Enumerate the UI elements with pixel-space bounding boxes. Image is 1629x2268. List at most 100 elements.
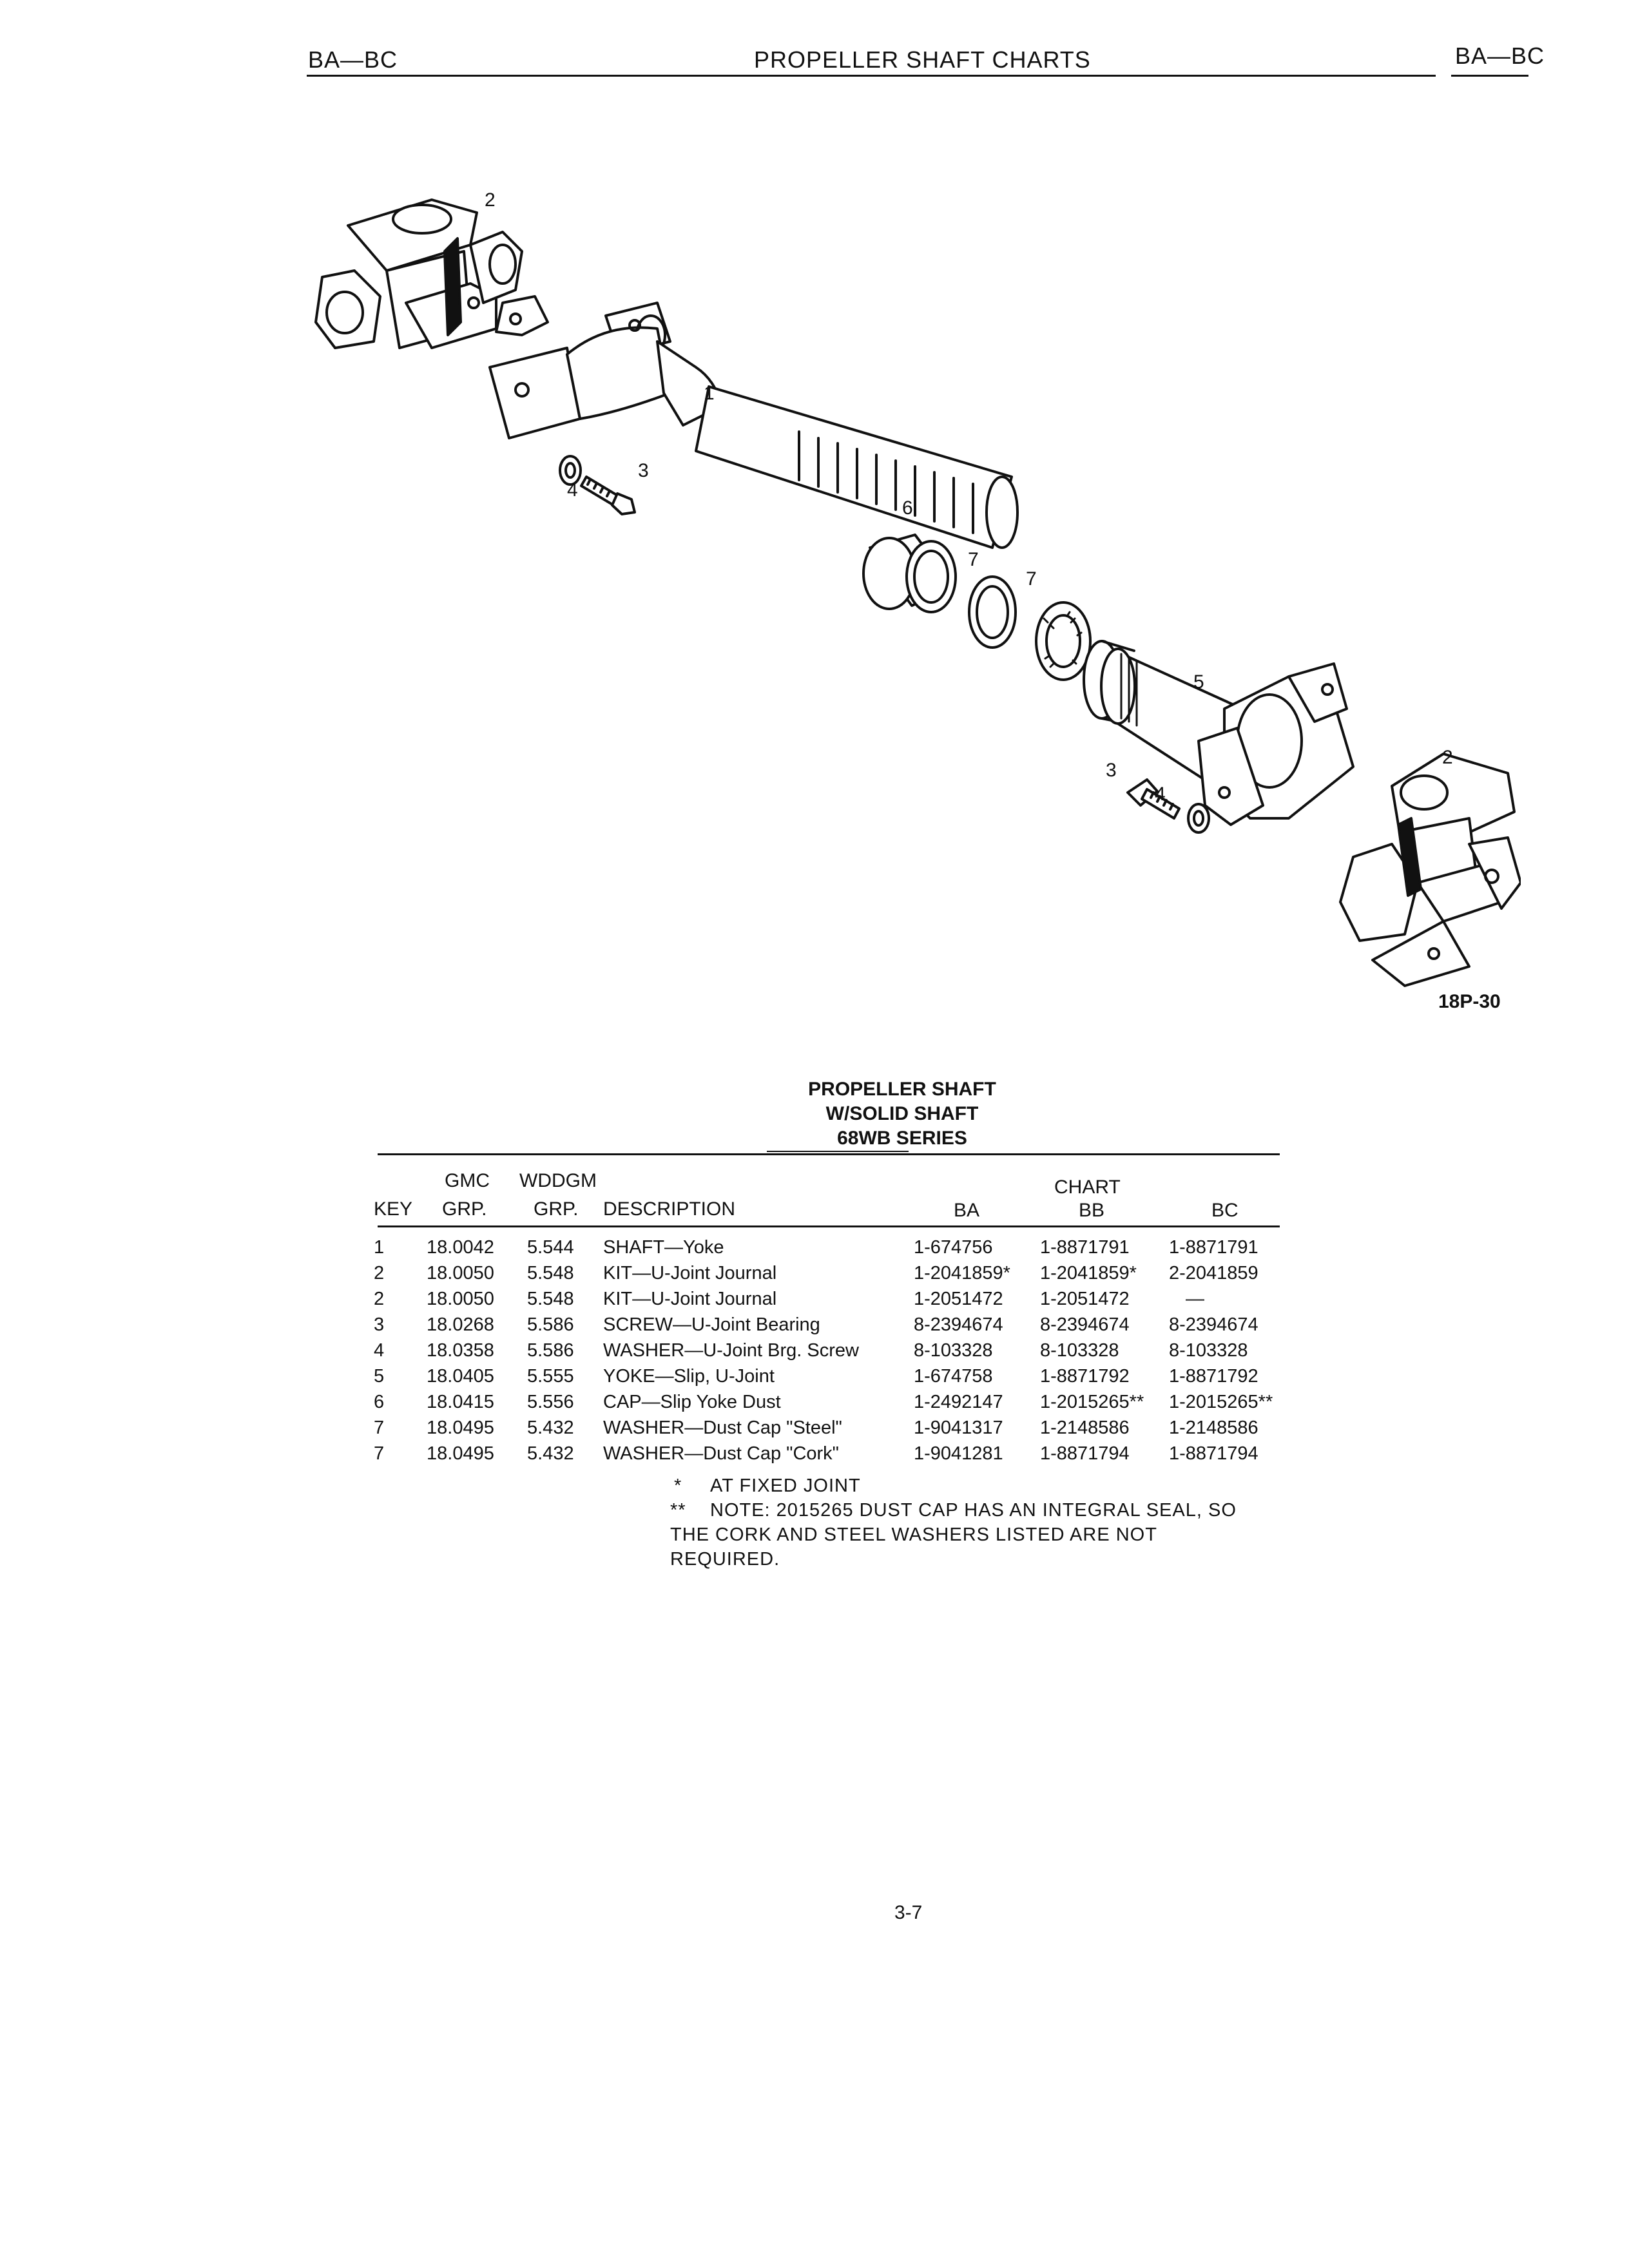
title-underline <box>767 1151 909 1152</box>
cell-bc: — <box>1186 1289 1204 1309</box>
propeller-shaft-exploded-diagram: 2 1 3 4 6 7 7 5 3 4 2 <box>314 189 1521 987</box>
table-row: 2 18.0050 5.548 KIT—U-Joint Journal 1-20… <box>0 1289 1629 1314</box>
header-rule-right <box>1451 75 1528 77</box>
callout-4-lower: 4 <box>1155 783 1166 805</box>
note-fixed-joint: AT FIXED JOINT <box>710 1475 861 1496</box>
cell-gmc-grp: 18.0495 <box>427 1443 494 1464</box>
table-header-rule <box>378 1225 1280 1227</box>
cell-description: SCREW—U-Joint Bearing <box>603 1314 820 1335</box>
cell-bb: 8-103328 <box>1040 1340 1119 1361</box>
cell-gmc-grp: 18.0415 <box>427 1392 494 1412</box>
cell-bb: 1-2041859* <box>1040 1263 1137 1283</box>
cell-gmc-grp: 18.0495 <box>427 1418 494 1438</box>
cell-description: YOKE—Slip, U-Joint <box>603 1366 775 1387</box>
cell-gmc-grp: 18.0050 <box>427 1289 494 1309</box>
col-header-chart: CHART <box>1054 1177 1121 1198</box>
cell-ba: 8-103328 <box>914 1340 993 1361</box>
cell-ba: 1-2492147 <box>914 1392 1003 1412</box>
cell-bc: 1-8871791 <box>1169 1237 1258 1258</box>
cell-wddgm-grp: 5.548 <box>527 1289 574 1309</box>
cell-wddgm-grp: 5.556 <box>527 1392 574 1412</box>
figure-id: 18P-30 <box>1438 991 1501 1012</box>
cell-bc: 1-2148586 <box>1169 1418 1258 1438</box>
col-header-wddgm-grp: GRP. <box>534 1198 579 1220</box>
table-row: 1 18.0042 5.544 SHAFT—Yoke 1-674756 1-88… <box>0 1237 1629 1263</box>
cell-bb: 1-2015265** <box>1040 1392 1144 1412</box>
cell-bb: 1-8871791 <box>1040 1237 1130 1258</box>
cell-ba: 1-2041859* <box>914 1263 1010 1283</box>
cell-ba: 1-2051472 <box>914 1289 1003 1309</box>
cell-bb: 1-8871794 <box>1040 1443 1130 1464</box>
cell-gmc-grp: 18.0042 <box>427 1237 494 1258</box>
cell-description: SHAFT—Yoke <box>603 1237 724 1258</box>
cell-wddgm-grp: 5.548 <box>527 1263 574 1283</box>
col-header-bc: BC <box>1211 1200 1239 1221</box>
cell-wddgm-grp: 5.432 <box>527 1418 574 1438</box>
cell-key: 7 <box>374 1418 385 1438</box>
callout-3-lower: 3 <box>1106 760 1117 781</box>
cell-bb: 1-2051472 <box>1040 1289 1130 1309</box>
washer-steel <box>968 575 1017 649</box>
col-header-wddgm: WDDGM <box>519 1170 597 1191</box>
cell-wddgm-grp: 5.555 <box>527 1366 574 1387</box>
callout-1: 1 <box>704 383 715 404</box>
screw-and-washer-upper <box>559 455 636 515</box>
col-header-bb: BB <box>1079 1200 1105 1221</box>
washer-cork <box>1035 601 1092 681</box>
table-row: 7 18.0495 5.432 WASHER—Dust Cap "Steel" … <box>0 1418 1629 1443</box>
cell-key: 7 <box>374 1443 385 1464</box>
cell-gmc-grp: 18.0358 <box>427 1340 494 1361</box>
note-line-3: REQUIRED. <box>670 1549 780 1570</box>
dust-cap <box>862 533 957 613</box>
cell-bb: 8-2394674 <box>1040 1314 1130 1335</box>
header-right-code: BA—BC <box>1455 43 1545 69</box>
header-left-code: BA—BC <box>308 46 398 73</box>
callout-6: 6 <box>902 497 913 519</box>
cell-description: WASHER—Dust Cap "Steel" <box>603 1418 842 1438</box>
cell-ba: 1-9041317 <box>914 1418 1003 1438</box>
callout-4-upper: 4 <box>567 479 578 501</box>
page-title: PROPELLER SHAFT CHARTS <box>754 46 1091 73</box>
callout-7-cork: 7 <box>1026 568 1037 590</box>
callout-5: 5 <box>1193 671 1204 693</box>
cell-bc: 2-2041859 <box>1169 1263 1258 1283</box>
col-header-key: KEY <box>374 1198 413 1220</box>
note-line-1: NOTE: 2015265 DUST CAP HAS AN INTEGRAL S… <box>710 1500 1237 1521</box>
callout-7-steel: 7 <box>968 549 979 570</box>
u-joint-upper <box>314 198 549 349</box>
header-rule <box>307 75 1436 77</box>
cell-bb: 1-2148586 <box>1040 1418 1130 1438</box>
col-header-ba: BA <box>954 1200 980 1221</box>
table-row: 4 18.0358 5.586 WASHER—U-Joint Brg. Scre… <box>0 1340 1629 1366</box>
table-title-line-3: 68WB SERIES <box>837 1128 967 1149</box>
col-header-description: DESCRIPTION <box>603 1198 736 1220</box>
cell-key: 3 <box>374 1314 385 1335</box>
cell-description: KIT—U-Joint Journal <box>603 1289 777 1309</box>
screw-and-washer-lower <box>1126 778 1210 834</box>
cell-bb: 1-8871792 <box>1040 1366 1130 1387</box>
cell-bc: 1-2015265** <box>1169 1392 1273 1412</box>
cell-description: WASHER—U-Joint Brg. Screw <box>603 1340 859 1361</box>
note-star-marker: * <box>674 1475 682 1496</box>
table-row: 5 18.0405 5.555 YOKE—Slip, U-Joint 1-674… <box>0 1366 1629 1392</box>
cell-description: KIT—U-Joint Journal <box>603 1263 777 1283</box>
table-row: 6 18.0415 5.556 CAP—Slip Yoke Dust 1-249… <box>0 1392 1629 1418</box>
cell-key: 4 <box>374 1340 385 1361</box>
cell-description: CAP—Slip Yoke Dust <box>603 1392 781 1412</box>
cell-wddgm-grp: 5.586 <box>527 1314 574 1335</box>
note-line-2: THE CORK AND STEEL WASHERS LISTED ARE NO… <box>670 1524 1157 1545</box>
col-header-gmc: GMC <box>445 1170 490 1191</box>
slip-yoke <box>1083 640 1354 826</box>
shaft-yoke <box>488 302 1019 549</box>
cell-ba: 1-674756 <box>914 1237 993 1258</box>
table-title-line-2: W/SOLID SHAFT <box>825 1103 979 1124</box>
cell-ba: 1-9041281 <box>914 1443 1003 1464</box>
cell-description: WASHER—Dust Cap "Cork" <box>603 1443 839 1464</box>
callout-2-upper: 2 <box>485 189 496 211</box>
cell-gmc-grp: 18.0405 <box>427 1366 494 1387</box>
cell-gmc-grp: 18.0050 <box>427 1263 494 1283</box>
cell-bc: 8-2394674 <box>1169 1314 1258 1335</box>
note-double-star-marker: ** <box>670 1500 686 1521</box>
table-row: 2 18.0050 5.548 KIT—U-Joint Journal 1-20… <box>0 1263 1629 1289</box>
u-joint-lower <box>1339 753 1521 987</box>
